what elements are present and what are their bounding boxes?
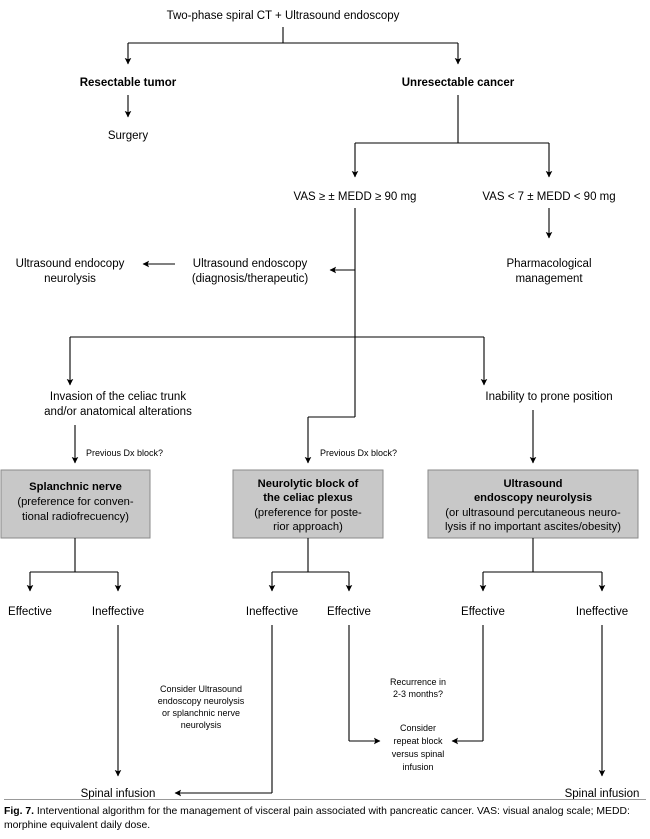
figure-caption-body: Interventional algorithm for the managem… bbox=[4, 805, 630, 831]
node-resectable-tumor-label: Resectable tumor bbox=[80, 77, 177, 89]
node-vas-low-label: VAS < 7 ± MEDD < 90 mg bbox=[482, 191, 615, 203]
box-ultrasound-endoscopy-neurolysis[interactable] bbox=[427, 469, 639, 539]
figure-caption: Fig. 7. Interventional algorithm for the… bbox=[0, 798, 650, 839]
node-root-label: Two-phase spiral CT + Ultrasound endosco… bbox=[167, 10, 400, 22]
node-inability-label: Inability to prone position bbox=[485, 391, 612, 403]
node-spinal-infusion-right: Spinal infusion bbox=[565, 788, 640, 800]
node-us-endocopy-neurolysis-line1: Ultrasound endocopy bbox=[16, 258, 125, 270]
box-usn-line1: Ultrasound bbox=[503, 478, 562, 490]
node-us-endoscopy-line1: Ultrasound endoscopy bbox=[193, 258, 308, 270]
box-usn-line2: endoscopy neurolysis bbox=[474, 492, 592, 504]
node-vas-high-label: VAS ≥ ± MEDD ≥ 90 mg bbox=[294, 191, 417, 203]
node-unresectable-cancer-label: Unresectable cancer bbox=[402, 77, 515, 89]
caption-divider bbox=[4, 798, 646, 800]
label-previous-dx-block-left: Previous Dx block? bbox=[86, 448, 163, 458]
node-spinal-infusion-left: Spinal infusion bbox=[81, 788, 156, 800]
node-pharmacological-line1: Pharmacological bbox=[506, 258, 591, 270]
label-consider-line3: or splanchnic nerve bbox=[162, 708, 240, 718]
box-splanchnic-line3: tional radiofrecuency) bbox=[22, 511, 129, 523]
label-consider-line4: neurolysis bbox=[181, 720, 222, 730]
node-surgery-label: Surgery bbox=[108, 130, 149, 142]
label-consider-line1: Consider Ultrasound bbox=[160, 684, 242, 694]
label-effective-3: Effective bbox=[461, 606, 505, 618]
node-invasion-line2: and/or anatomical alterations bbox=[44, 406, 192, 418]
label-repeat-line4: infusion bbox=[402, 762, 433, 772]
label-recurrence-line2: 2-3 months? bbox=[393, 689, 443, 699]
label-consider-line2: endoscopy neurolysis bbox=[158, 696, 245, 706]
box-celiac-line3: (preference for poste- bbox=[254, 507, 362, 519]
box-splanchnic-line1: Splanchnic nerve bbox=[29, 481, 122, 493]
label-ineffective-3: Ineffective bbox=[576, 606, 628, 618]
box-usn-line3: (or ultrasound percutaneous neuro- bbox=[445, 507, 621, 519]
label-previous-dx-block-mid: Previous Dx block? bbox=[320, 448, 397, 458]
node-invasion-line1: Invasion of the celiac trunk bbox=[50, 391, 186, 403]
box-celiac-line2: the celiac plexus bbox=[263, 492, 353, 504]
label-effective-2: Effective bbox=[327, 606, 371, 618]
figure-number: Fig. 7. bbox=[4, 805, 35, 817]
node-pharmacological-line2: management bbox=[515, 273, 583, 285]
box-usn-line4: lysis if no important ascites/obesity) bbox=[445, 521, 621, 533]
box-celiac-line4: rior approach) bbox=[273, 521, 343, 533]
label-repeat-line1: Consider bbox=[400, 723, 436, 733]
node-us-endoscopy-line2: (diagnosis/therapeutic) bbox=[192, 273, 309, 285]
label-effective-1: Effective bbox=[8, 606, 52, 618]
caption-text: Fig. 7. Interventional algorithm for the… bbox=[4, 805, 646, 833]
box-splanchnic-line2: (preference for conven- bbox=[17, 496, 134, 508]
label-ineffective-1: Ineffective bbox=[92, 606, 144, 618]
box-celiac-line1: Neurolytic block of bbox=[258, 478, 359, 490]
label-repeat-line3: versus spinal bbox=[392, 749, 445, 759]
label-recurrence-line1: Recurrence in bbox=[390, 677, 446, 687]
label-ineffective-2: Ineffective bbox=[246, 606, 298, 618]
label-repeat-line2: repeat block bbox=[393, 736, 443, 746]
node-us-endocopy-neurolysis-line2: neurolysis bbox=[44, 273, 96, 285]
